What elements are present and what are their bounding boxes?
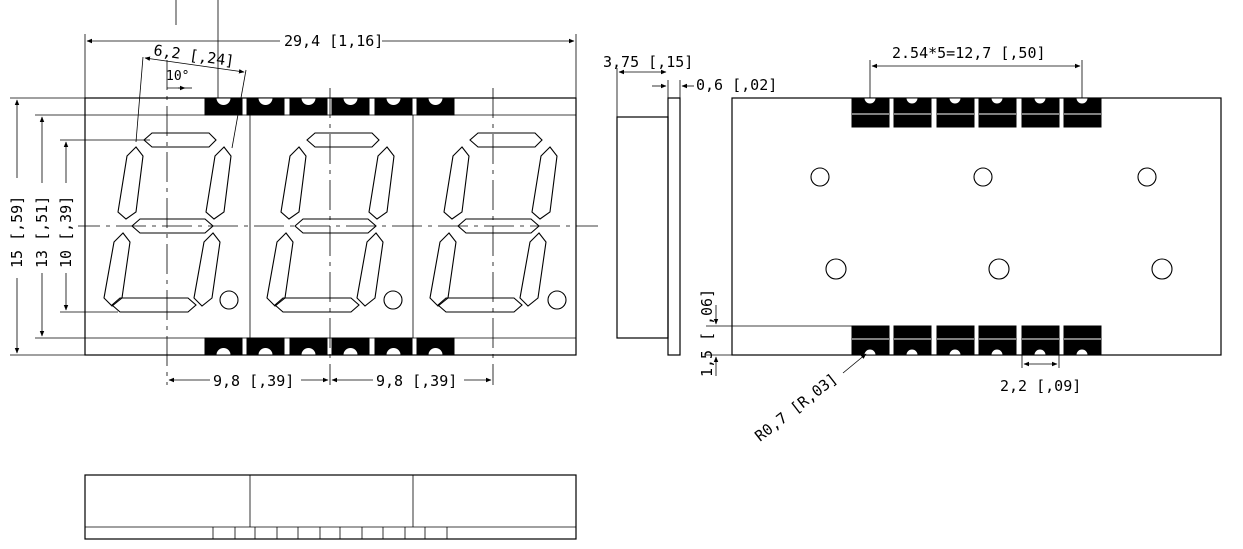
decimal-point-2 — [383, 290, 403, 310]
side-view-board — [667, 97, 681, 356]
pitch-1-label: 9,8 [,39] — [213, 372, 294, 390]
pitch-2-label: 9,8 [,39] — [376, 372, 457, 390]
front-view-body — [84, 97, 577, 356]
rear-view: 2.54*5=12,7 [,50] ,06] 1,5 [ 2,2 [,09] R… — [698, 44, 1222, 445]
mounting-hole — [1151, 258, 1173, 280]
side-view-body — [616, 116, 669, 339]
mounting-hole — [988, 258, 1010, 280]
front-top-pads — [204, 97, 455, 116]
digit-3 — [429, 132, 558, 313]
mounting-hole — [810, 167, 830, 187]
overall-height-label: 15 [,59] — [8, 196, 26, 268]
rear-top-pads — [851, 97, 1102, 128]
mounting-hole — [1137, 167, 1157, 187]
pad-offset-label: ,06] — [698, 289, 716, 325]
bottom-view — [84, 474, 577, 540]
digit-2 — [266, 132, 395, 313]
rear-bottom-pads — [851, 325, 1102, 356]
front-bottom-pads — [204, 337, 455, 356]
bottom-view-body — [84, 474, 577, 540]
pin-pitch-label: 2.54*5=12,7 [,50] — [892, 44, 1046, 62]
pad-width-label: 2,2 [,09] — [1000, 377, 1081, 395]
rear-view-body — [731, 97, 1222, 356]
inner-height-label: 13 [,51] — [33, 196, 51, 268]
slant-angle-label: 10° — [166, 69, 189, 84]
side-thickness-label: 0,6 [,02] — [696, 76, 777, 94]
digit-1 — [103, 132, 232, 313]
side-depth-label: 3,75 [,15] — [603, 53, 693, 71]
pad-radius-label: R0,7 [R,03] — [751, 370, 840, 445]
decimal-point-1 — [219, 290, 239, 310]
side-view: 3,75 [,15] 0,6 [,02] — [603, 53, 777, 356]
digit-height-label: 10 [,39] — [57, 196, 75, 268]
overall-width-label: 29,4 [1,16] — [284, 32, 383, 50]
front-view: 29,4 [1,16] 6,2 [,24] 10° 15 [,59] 13 [,… — [6, 0, 598, 390]
mounting-hole — [825, 258, 847, 280]
pad — [936, 97, 975, 128]
decimal-point-3 — [547, 290, 567, 310]
mounting-hole — [973, 167, 993, 187]
pad-height-label: 1,5 [ — [698, 332, 716, 377]
digit-width-label: 6,2 [,24] — [152, 41, 235, 70]
